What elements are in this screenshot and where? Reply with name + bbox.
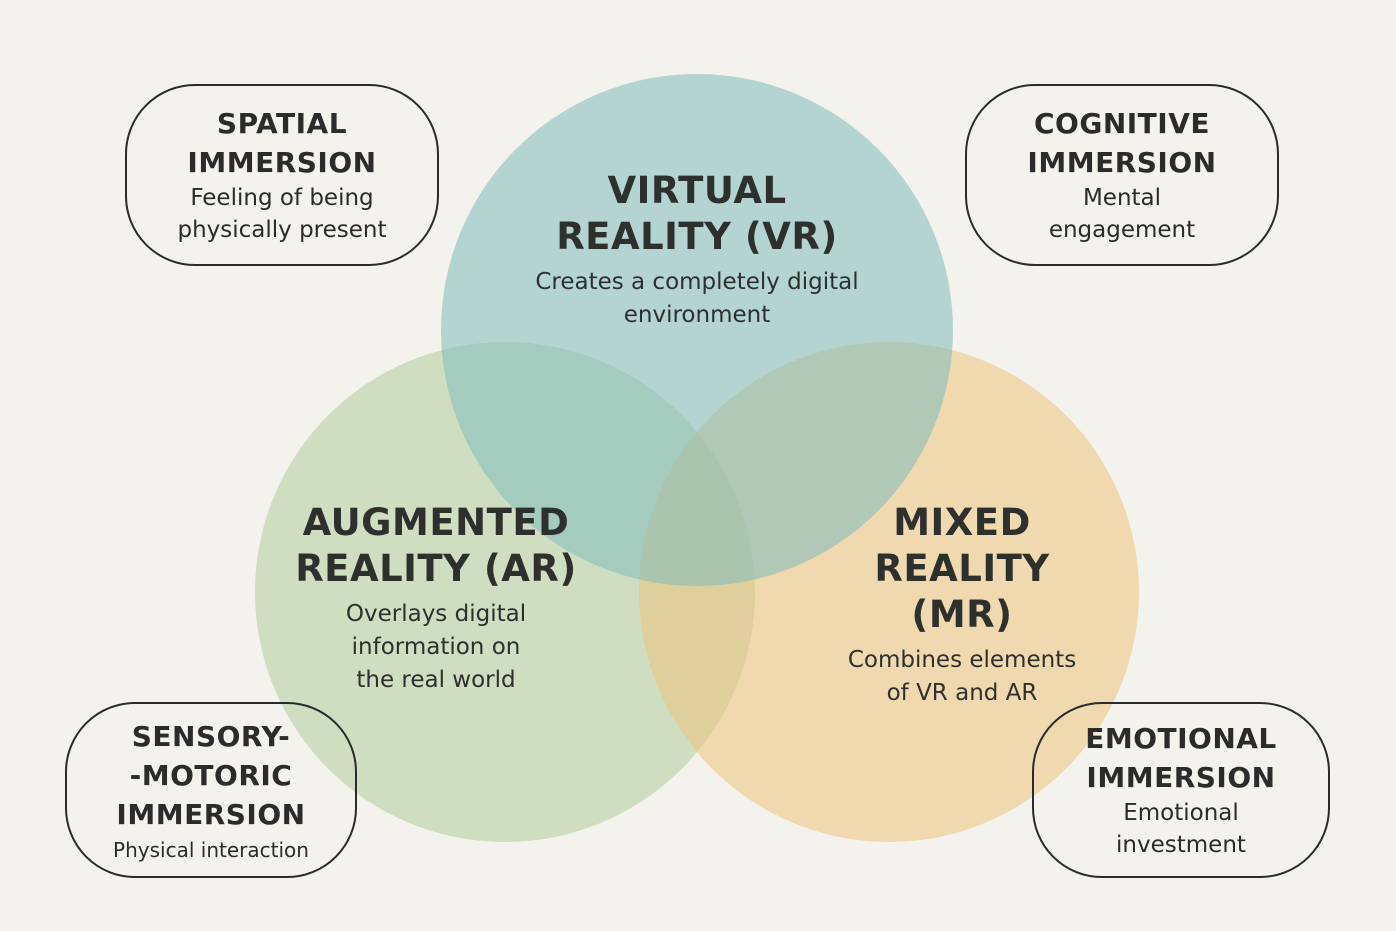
ar-title: AUGMENTED REALITY (AR) xyxy=(286,500,586,592)
mr-title: MIXED REALITY (MR) xyxy=(812,500,1112,638)
spatial-title: SPATIAL IMMERSION xyxy=(187,104,376,182)
vr-label: VIRTUAL REALITY (VR) Creates a completel… xyxy=(497,168,897,332)
cognitive-title-line: COGNITIVE xyxy=(1034,107,1210,140)
vr-desc-line: Creates a completely digital xyxy=(535,269,859,295)
circle-vr xyxy=(441,74,953,586)
sensory-description: Physical interaction xyxy=(113,836,309,864)
spatial-title-line: IMMERSION xyxy=(187,146,377,179)
emotional-description: Emotional investment xyxy=(1116,797,1246,861)
pill-spatial-immersion: SPATIAL IMMERSION Feeling of being physi… xyxy=(125,84,439,266)
mr-title-line: REALITY xyxy=(874,547,1050,590)
spatial-title-line: SPATIAL xyxy=(216,107,348,140)
pill-emotional-immersion: EMOTIONAL IMMERSION Emotional investment xyxy=(1032,702,1330,878)
spatial-desc-line: physically present xyxy=(177,217,387,243)
cognitive-desc-line: engagement xyxy=(1048,217,1196,243)
ar-title-line: AUGMENTED xyxy=(302,501,570,544)
emotional-title: EMOTIONAL IMMERSION xyxy=(1085,719,1277,797)
ar-label: AUGMENTED REALITY (AR) Overlays digital … xyxy=(286,500,586,697)
ar-desc-line: the real world xyxy=(356,667,516,693)
spatial-desc-line: Feeling of being xyxy=(190,185,374,211)
cognitive-description: Mental engagement xyxy=(1049,182,1195,246)
vr-title-line: VIRTUAL xyxy=(607,169,787,212)
emotional-title-line: EMOTIONAL xyxy=(1085,722,1277,755)
cognitive-title-line: IMMERSION xyxy=(1027,146,1217,179)
ar-desc-line: Overlays digital xyxy=(345,601,527,627)
sensory-title-line: SENSORY- xyxy=(131,719,291,753)
mr-desc-line: Combines elements xyxy=(847,647,1077,673)
pill-sensory-motoric-immersion: SENSORY- -MOTORIC IMMERSION Physical int… xyxy=(65,702,357,878)
mr-description: Combines elements of VR and AR xyxy=(812,644,1112,710)
pill-cognitive-immersion: COGNITIVE IMMERSION Mental engagement xyxy=(965,84,1279,266)
vr-desc-line: environment xyxy=(623,302,771,328)
cognitive-desc-line: Mental xyxy=(1082,185,1162,211)
vr-description: Creates a completely digital environment xyxy=(497,266,897,332)
vr-title-line: REALITY (VR) xyxy=(556,215,838,258)
sensory-title-line: -MOTORIC xyxy=(129,758,293,792)
emotional-desc-line: Emotional xyxy=(1123,800,1239,826)
mr-title-line: (MR) xyxy=(911,593,1013,636)
sensory-desc-line: Physical interaction xyxy=(113,837,309,862)
sensory-title: SENSORY- -MOTORIC IMMERSION xyxy=(116,717,305,834)
ar-title-line: REALITY (AR) xyxy=(295,547,577,590)
vr-title: VIRTUAL REALITY (VR) xyxy=(497,168,897,260)
sensory-title-line: IMMERSION xyxy=(116,797,306,831)
ar-desc-line: information on xyxy=(351,634,521,660)
mr-desc-line: of VR and AR xyxy=(886,680,1038,706)
mr-label: MIXED REALITY (MR) Combines elements of … xyxy=(812,500,1112,710)
ar-description: Overlays digital information on the real… xyxy=(286,598,586,697)
spatial-description: Feeling of being physically present xyxy=(177,182,386,246)
emotional-desc-line: investment xyxy=(1116,832,1246,858)
emotional-title-line: IMMERSION xyxy=(1086,761,1276,794)
cognitive-title: COGNITIVE IMMERSION xyxy=(1027,104,1216,182)
mr-title-line: MIXED xyxy=(893,501,1031,544)
